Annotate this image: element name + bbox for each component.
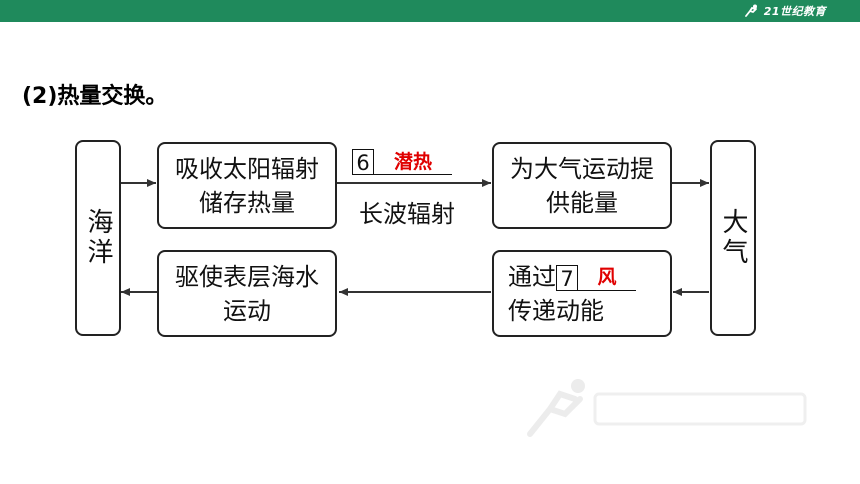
blank-7-answer: 风 <box>578 264 636 291</box>
supply-box: 为大气运动提供能量 <box>492 142 672 229</box>
absorb-label: 吸收太阳辐射储存热量 <box>175 154 319 217</box>
blank-6-answer: 潜热 <box>374 150 452 175</box>
watermark <box>520 374 820 454</box>
drive-label: 驱使表层海水运动 <box>175 262 319 325</box>
runner-icon <box>744 4 757 17</box>
transfer-suffix: 传递动能 <box>508 296 604 325</box>
atmosphere-label: 大气 <box>718 208 748 268</box>
watermark-logo <box>527 379 807 437</box>
ocean-label: 海洋 <box>83 208 113 268</box>
logo-text: 21世纪教育 <box>763 5 826 18</box>
top-bar: 21世纪教育 <box>0 0 860 22</box>
blank-7-number: 7 <box>556 264 578 291</box>
supply-label: 为大气运动提供能量 <box>510 154 654 217</box>
blank-6-number: 6 <box>352 149 374 175</box>
longwave-label: 长波辐射 <box>359 200 455 228</box>
brand-logo: 21世纪教育 <box>744 3 826 19</box>
drive-box: 驱使表层海水运动 <box>157 250 337 337</box>
atmosphere-box: 大气 <box>710 140 756 336</box>
section-heading: (2)热量交换。 <box>22 84 168 109</box>
ocean-box: 海洋 <box>75 140 121 336</box>
absorb-box: 吸收太阳辐射储存热量 <box>157 142 337 229</box>
transfer-prefix: 通过 <box>508 262 556 291</box>
